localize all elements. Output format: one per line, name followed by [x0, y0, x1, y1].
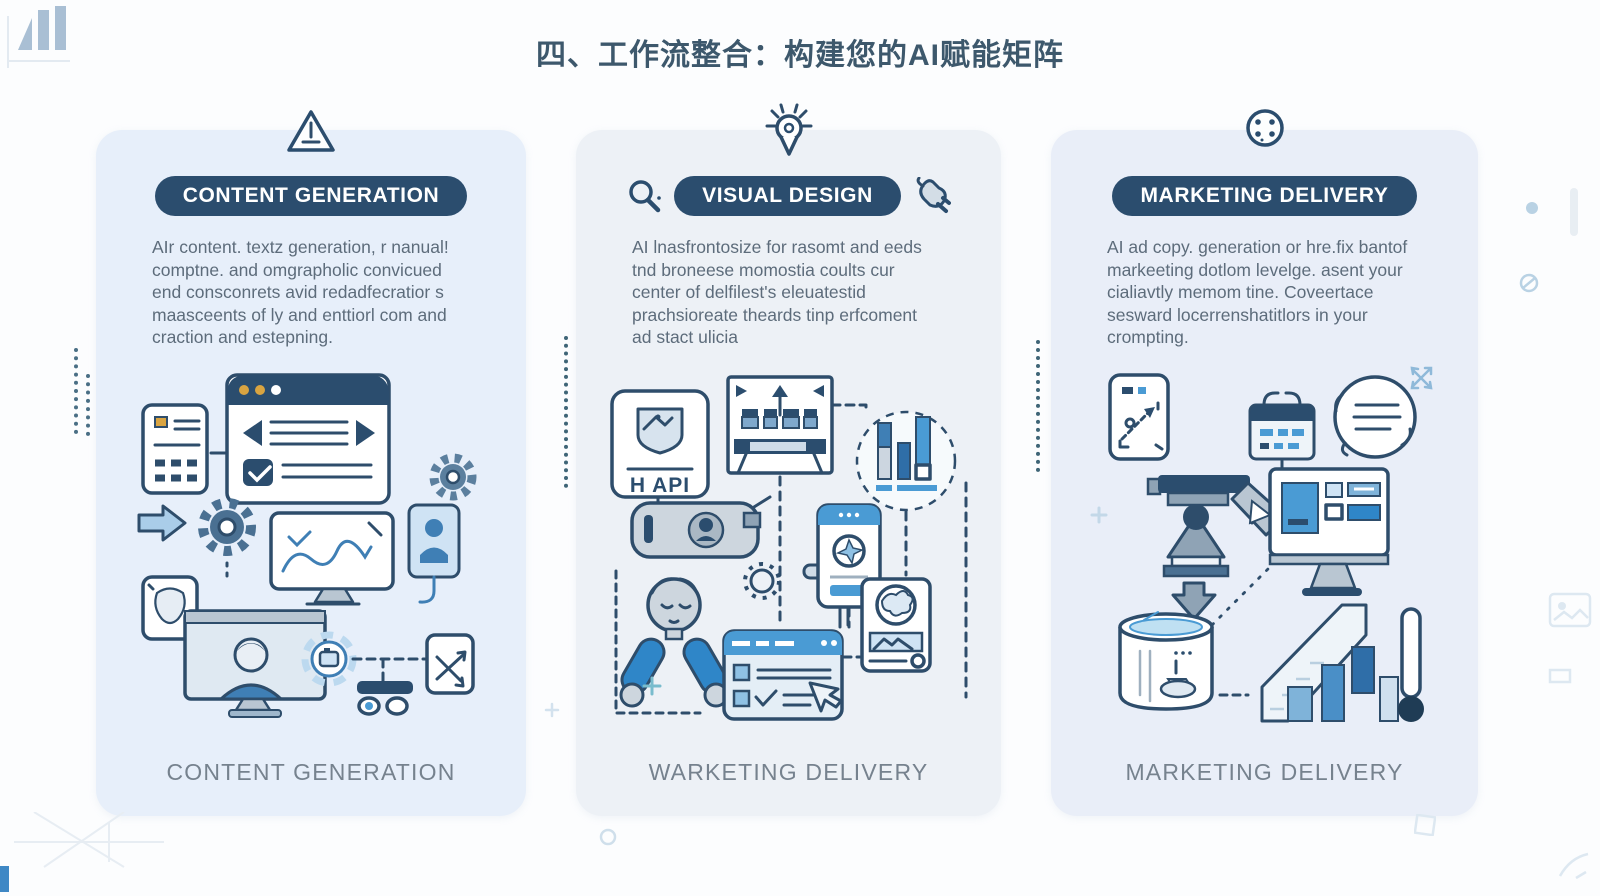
marketing-delivery-illustration	[1090, 365, 1433, 722]
decorative-image-card	[1548, 592, 1592, 628]
plug-icon	[916, 177, 951, 213]
decorative-circle-1	[599, 828, 617, 846]
dotted-separator-right	[1036, 340, 1040, 472]
magnifier-icon	[629, 180, 661, 213]
content-generation-illustration	[137, 372, 477, 718]
decorative-squiggle	[1558, 852, 1589, 880]
decorative-no-circle	[1519, 273, 1539, 293]
visual-design-illustration: H API	[609, 374, 967, 721]
page-title: 四、工作流整合：构建您的AI赋能矩阵	[536, 39, 1064, 72]
card1-title-pill: CONTENT GENERATION	[154, 176, 468, 216]
bar-chart-logo-icon	[7, 6, 70, 68]
card-marketing-delivery: MARKETING DELIVERY AI ad copy. generatio…	[1051, 109, 1478, 816]
card3-header: MARKETING DELIVERY	[1051, 176, 1478, 216]
left-edge-dots-2	[86, 374, 90, 436]
left-edge-dots-1	[74, 348, 78, 434]
api-label: H API	[629, 474, 689, 497]
decorative-square-outline	[1414, 814, 1436, 836]
decorative-plus-2	[544, 702, 560, 718]
decorative-rect	[1548, 668, 1572, 684]
lightbulb-idea-icon	[765, 103, 812, 156]
blue-corner-accent	[0, 866, 9, 892]
warning-triangle-icon	[287, 110, 335, 152]
card-visual-design: VISUAL DESIGN AI lnasfrontosize for raso…	[576, 103, 1001, 816]
decorative-circle-2	[1526, 202, 1538, 214]
dotted-separator-left	[564, 336, 568, 488]
card1-body-text: AIr content. textz generation, r nanual!…	[152, 237, 449, 347]
card2-footer-label: WARKETING DELIVERY	[648, 759, 929, 785]
dots-circle-icon	[1245, 109, 1284, 147]
card2-title-pill: VISUAL DESIGN	[674, 176, 901, 216]
card-content-generation: CONTENT GENERATION AIr content. textz ge…	[96, 110, 526, 816]
card2-body-text: AI lnasfrontosize for rasomt and eeds tn…	[632, 237, 922, 347]
card3-body-text: AI ad copy. generation or hre.fix bantof…	[1107, 237, 1408, 347]
card1-footer-label: CONTENT GENERATION	[166, 759, 456, 785]
card1-header: CONTENT GENERATION	[96, 176, 526, 216]
card2-header: VISUAL DESIGN	[576, 176, 1001, 216]
decorative-bar	[1570, 188, 1578, 236]
card3-title-pill: MARKETING DELIVERY	[1112, 176, 1417, 216]
decorative-cross-lines	[14, 812, 164, 868]
card3-footer-label: MARKETING DELIVERY	[1125, 759, 1404, 785]
